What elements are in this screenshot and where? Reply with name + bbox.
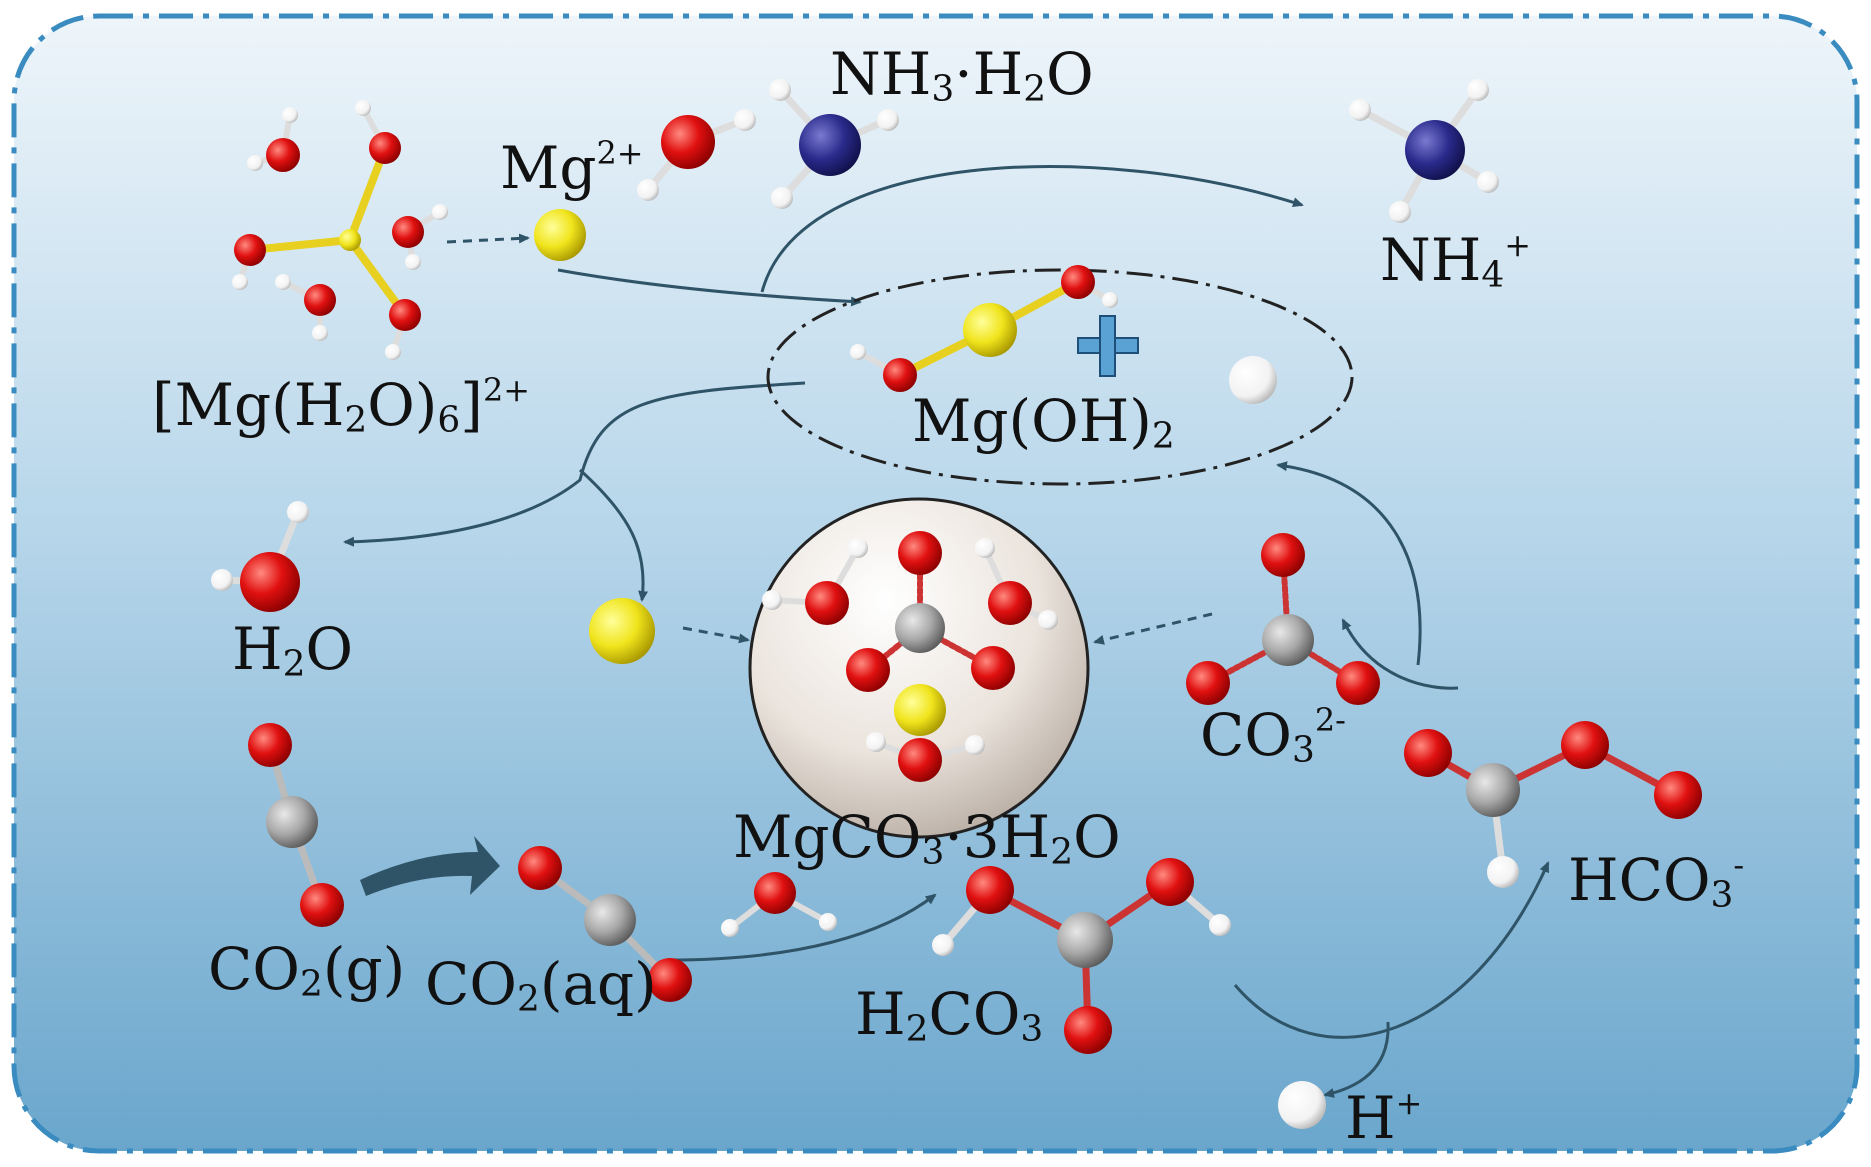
molecule-h2o-left xyxy=(211,501,309,612)
arrows xyxy=(343,165,1550,1098)
label-co3: CO32- xyxy=(1200,700,1346,771)
atom-h-ion xyxy=(1278,1081,1326,1129)
molecule-nh4 xyxy=(1349,79,1499,223)
molecule-mgco3-3h2o xyxy=(762,531,1058,782)
atom-h-ellipse xyxy=(1229,356,1277,404)
molecule-co2-aq xyxy=(518,846,692,1002)
arrow-hco3-to-co3 xyxy=(1341,618,1459,690)
label-hco3: HCO3- xyxy=(1568,845,1745,916)
arrow-co3-to-sphere xyxy=(1093,612,1213,645)
arrow-mgoh2-to-mg xyxy=(578,468,649,602)
label-nh4: NH4+ xyxy=(1380,225,1531,296)
arrow-co2aq-to-h2co3 xyxy=(667,893,937,962)
plus-icon xyxy=(1077,315,1139,377)
arrow-mg-to-sphere xyxy=(682,626,750,644)
molecule-water-top xyxy=(637,109,756,201)
arrow-to-nh4 xyxy=(760,165,1304,293)
molecule-hco3 xyxy=(1404,721,1702,888)
molecule-co3 xyxy=(1186,533,1380,705)
arrow-mg-to-mgoh2 xyxy=(557,268,862,307)
arrow-co2-dissolve xyxy=(360,836,500,896)
label-co2-gas: CO2(g) xyxy=(208,935,406,1005)
arrow-h2co3-to-hco3 xyxy=(1233,861,1550,1039)
label-nh3-h2o: NH3·H2O xyxy=(830,40,1094,110)
label-co2-aq: CO2(aq) xyxy=(425,950,657,1020)
molecule-water-bottom xyxy=(721,872,837,937)
arrow-mgoh2-to-h2o xyxy=(343,381,806,547)
molecule-nh3 xyxy=(769,79,899,209)
label-mg-ion: Mg2+ xyxy=(500,133,644,202)
mgoh2-enclosure xyxy=(766,268,1354,486)
label-mgco3-3h2o: MgCO3·3H2O xyxy=(733,803,1121,873)
label-mg-aqua: [Mg(H2O)6]2+ xyxy=(152,370,530,441)
molecule-mgoh2 xyxy=(850,265,1118,392)
label-h2o: H2O xyxy=(232,615,354,685)
molecule-mg-aqua xyxy=(232,100,448,360)
atom-mg-ion xyxy=(534,209,586,261)
arrow-to-h-ion xyxy=(1323,1021,1390,1098)
molecule-h2co3 xyxy=(932,858,1231,1054)
arrow-aqua-to-mg xyxy=(446,233,530,244)
label-h2co3: H2CO3 xyxy=(855,980,1044,1050)
label-h-ion: H+ xyxy=(1345,1083,1423,1152)
atom-mg-free xyxy=(589,598,655,664)
label-mgoh2: Mg(OH)2 xyxy=(912,387,1175,457)
arrow-hco3-to-mgoh2 xyxy=(1276,461,1422,666)
molecule-co2-gas xyxy=(248,723,344,927)
